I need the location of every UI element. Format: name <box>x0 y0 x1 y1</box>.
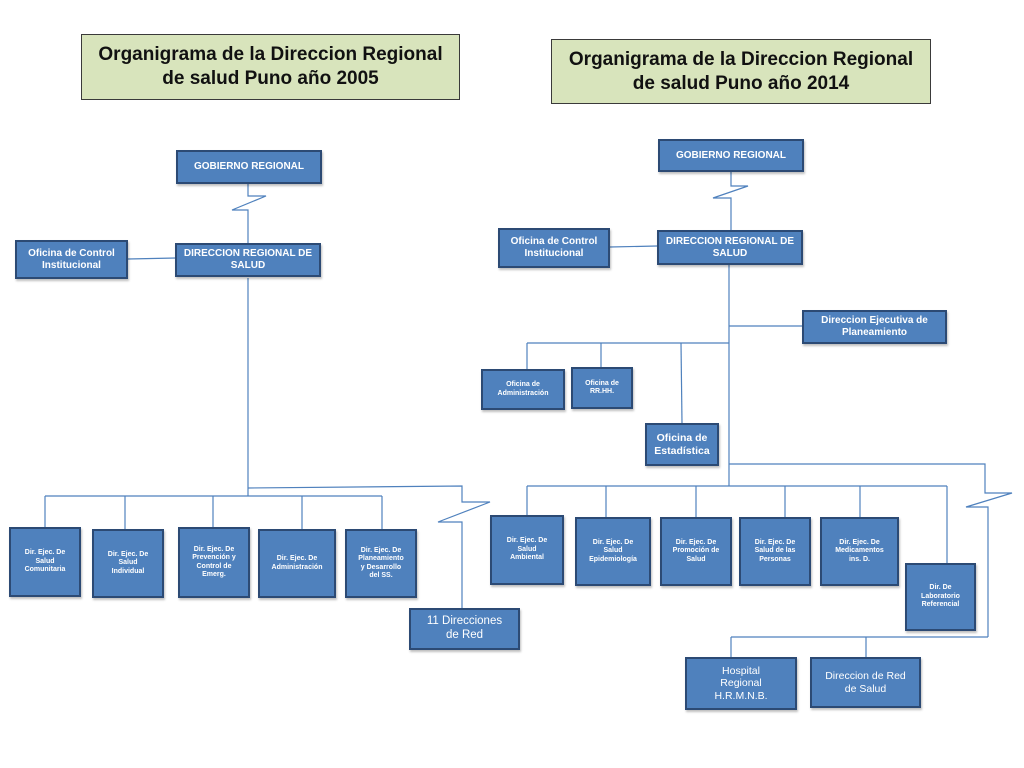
title-2014: Organigrama de la Direccion Regional de … <box>551 39 931 104</box>
oficina-rrhh-2014: Oficina de RR.HH. <box>571 367 633 409</box>
direccion-regional-2005: DIRECCION REGIONAL DE SALUD <box>175 243 321 277</box>
unit-2005-prevencion-emerg: Dir. Ejec. De Prevención y Control de Em… <box>178 527 250 598</box>
planeamiento-2014: Direccion Ejecutiva de Planeamiento <box>802 310 947 344</box>
title-2005: Organigrama de la Direccion Regional de … <box>81 34 460 100</box>
laboratorio-referencial-2014: Dir. De Laboratorio Referencial <box>905 563 976 631</box>
unit-2014-epidemiologia: Dir. Ejec. De Salud Epidemiología <box>575 517 651 586</box>
direccion-red-salud-2014: Direccion de Red de Salud <box>810 657 921 708</box>
gobierno-regional-2005: GOBIERNO REGIONAL <box>176 150 322 184</box>
unit-2005-salud-individual: Dir. Ejec. De Salud Individual <box>92 529 164 598</box>
oficina-control-2005: Oficina de Control Institucional <box>15 240 128 279</box>
unit-2005-salud-comunitaria: Dir. Ejec. De Salud Comunitaria <box>9 527 81 597</box>
unit-2014-salud-personas: Dir. Ejec. De Salud de las Personas <box>739 517 811 586</box>
direccion-regional-2014: DIRECCION REGIONAL DE SALUD <box>657 230 803 265</box>
unit-2014-salud-ambiental: Dir. Ejec. De Salud Ambiental <box>490 515 564 585</box>
unit-2014-promocion-salud: Dir. Ejec. De Promoción de Salud <box>660 517 732 586</box>
unit-2014-medicamentos: Dir. Ejec. De Medicamentos ins. D. <box>820 517 899 586</box>
hospital-regional-2014: Hospital Regional H.R.M.N.B. <box>685 657 797 710</box>
unit-2005-administracion: Dir. Ejec. De Administración <box>258 529 336 598</box>
gobierno-regional-2014: GOBIERNO REGIONAL <box>658 139 804 172</box>
direcciones-de-red-2005: 11 Direcciones de Red <box>409 608 520 650</box>
oficina-estadistica-2014: Oficina de Estadística <box>645 423 719 466</box>
oficina-control-2014: Oficina de Control Institucional <box>498 228 610 268</box>
oficina-administracion-2014: Oficina de Administración <box>481 369 565 410</box>
unit-2005-planeamiento: Dir. Ejec. De Planeamiento y Desarrollo … <box>345 529 417 598</box>
